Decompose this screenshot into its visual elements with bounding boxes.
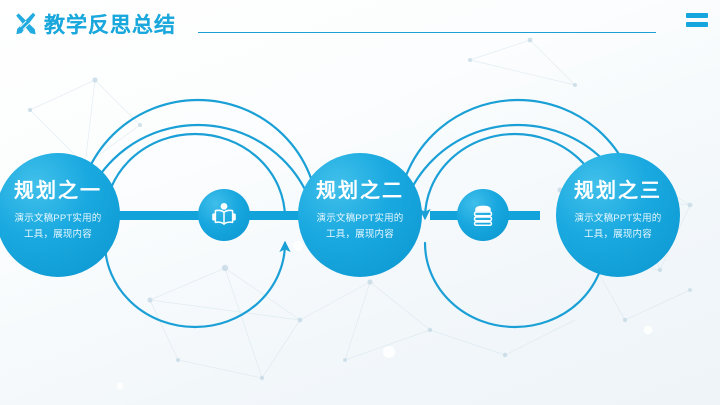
crossed-pen-pencil-icon [12,10,40,38]
process-node-2[interactable]: 规划之二 演示文稿PPT实用的 工具，展现内容 [298,153,422,277]
open-book-reader-node[interactable] [198,189,250,241]
stacked-books-node[interactable] [457,189,509,241]
process-node-3[interactable]: 规划之三 演示文稿PPT实用的 工具，展现内容 [556,153,680,277]
connector-bar-2 [240,211,350,220]
arc-top-inner-1 [99,132,287,221]
node-2-description: 演示文稿PPT实用的 工具，展现内容 [302,211,418,242]
arc-bottom-inner-2 [423,240,611,329]
node-3-desc-line-1: 演示文稿PPT实用的 [574,213,662,224]
node-2-desc-line-1: 演示文稿PPT实用的 [316,213,404,224]
node-3-desc-line-2: 工具，展现内容 [584,228,652,240]
arc-bottom-inner-1 [103,240,291,329]
menu-bar-bottom [686,22,708,27]
node-1-desc-line-1: 演示文稿PPT实用的 [14,213,102,224]
node-3-title: 规划之三 [574,180,662,202]
menu-bar-top [686,13,708,18]
process-node-1[interactable]: 规划之一 演示文稿PPT实用的 工具，展现内容 [0,153,120,277]
process-diagram: 规划之一 演示文稿PPT实用的 工具，展现内容 规划之二 [0,48,720,405]
stacked-books-icon [473,205,493,226]
header-divider-line [198,32,656,33]
node-3-description: 演示文稿PPT实用的 工具，展现内容 [560,211,676,242]
node-2-desc-line-2: 工具，展现内容 [326,228,394,240]
node-2-title: 规划之二 [316,180,404,202]
open-book-reader-icon [212,203,236,225]
node-1-description: 演示文稿PPT实用的 工具，展现内容 [0,211,116,242]
menu-two-bars-icon[interactable] [686,13,708,29]
node-1-title: 规划之一 [14,180,102,202]
page-title: 教学反思总结 [44,9,176,39]
connector-bar-1 [110,211,220,220]
node-1-desc-line-2: 工具，展现内容 [24,228,92,240]
header-bar: 教学反思总结 [0,0,720,48]
